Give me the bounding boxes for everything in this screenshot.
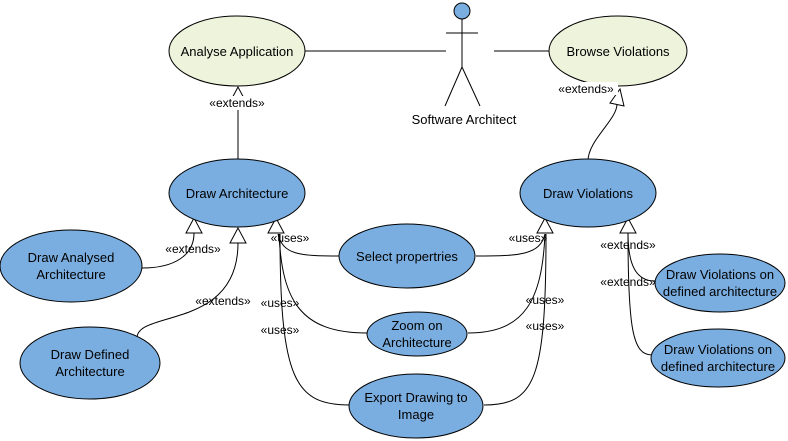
use-case-draw-defined-architecture: Draw Defined Architecture <box>19 326 161 400</box>
use-case-browse-violations: Browse Violations <box>548 15 688 87</box>
uses-arrowhead-arch <box>267 216 285 234</box>
use-case-analyse-application: Analyse Application <box>168 15 306 87</box>
uses-label-violations-2: «uses» <box>526 293 565 307</box>
use-case-draw-violations: Draw Violations <box>519 158 657 228</box>
uses-label-violations-1: «uses» <box>509 231 548 245</box>
use-case-label-line-2: defined architecture <box>661 359 775 374</box>
use-case-shape <box>0 229 143 303</box>
stereotype-labels: «extends» «extends» «extends» «extends» … <box>165 82 656 337</box>
use-case-shape <box>168 158 306 228</box>
use-case-zoom-on-architecture: Zoom on Architecture <box>366 311 468 357</box>
uses-label-violations-3: «uses» <box>526 319 565 333</box>
extends-label-defined: «extends» <box>195 294 251 308</box>
use-case-label-line-1: Export Drawing to <box>364 390 467 405</box>
actor-name: Software Architect <box>412 112 517 127</box>
use-case-label-line-2: Architecture <box>382 335 451 350</box>
extends-arrowhead-defined <box>229 226 247 244</box>
uses-arrowhead-violations <box>536 216 554 234</box>
use-case-shape <box>650 328 786 388</box>
use-case-shape <box>338 223 476 289</box>
use-case-draw-violations-defined-2: Draw Violations on defined architecture <box>650 328 786 388</box>
extends-edge-dv-defined-2 <box>627 232 653 356</box>
use-case-label: Draw Violations <box>543 186 634 201</box>
use-case-label-line-1: Zoom on <box>391 318 442 333</box>
extends-arrowhead-dv <box>619 216 637 234</box>
extends-edge-draw-violations <box>587 103 618 162</box>
actor-leg-right <box>461 66 481 107</box>
use-case-label-line-2: Image <box>398 407 434 422</box>
use-case-label-line-1: Draw Analysed <box>28 250 115 265</box>
uses-edge-zoom-violations <box>467 233 546 334</box>
uses-label-arch-3: «uses» <box>261 323 300 337</box>
extends-arrowhead-analysed <box>185 216 203 234</box>
use-case-label-line-1: Draw Defined <box>51 347 130 362</box>
use-case-draw-architecture: Draw Architecture <box>168 158 306 228</box>
uses-edges <box>267 216 554 406</box>
use-case-shape <box>168 15 306 87</box>
extends-label-browse: «extends» <box>558 82 614 96</box>
use-case-export-drawing: Export Drawing to Image <box>348 373 484 439</box>
use-case-shape <box>348 373 484 439</box>
use-case-draw-violations-defined-1: Draw Violations on defined architecture <box>654 253 786 313</box>
extends-label-analyse: «extends» <box>209 96 265 110</box>
extends-label-analysed: «extends» <box>165 242 221 256</box>
use-case-label-line-2: defined architecture <box>663 284 777 299</box>
actor-leg-left <box>444 66 463 107</box>
extends-edge-draw-defined <box>136 242 239 339</box>
use-case-shape <box>366 311 468 357</box>
use-case-draw-analysed-architecture: Draw Analysed Architecture <box>0 229 143 303</box>
use-case-label-line-2: Architecture <box>36 267 105 282</box>
extends-edges <box>136 85 656 356</box>
uses-edge-select-violations <box>475 233 546 257</box>
actor-head <box>453 2 471 20</box>
extends-label-dv-1: «extends» <box>600 238 656 252</box>
uses-edge-export-violations <box>483 233 547 406</box>
extends-arrowhead-browse <box>609 87 625 107</box>
use-case-label-line-2: Architecture <box>55 364 124 379</box>
use-case-label: Browse Violations <box>566 44 670 59</box>
use-case-label-line-1: Draw Violations on <box>664 342 772 357</box>
use-case-label: Analyse Application <box>181 44 294 59</box>
uses-label-arch-2: «uses» <box>261 296 300 310</box>
uses-edge-zoom-arch <box>278 233 368 334</box>
uses-label-arch-1: «uses» <box>271 231 310 245</box>
use-case-label-line-1: Draw Violations on <box>666 267 774 282</box>
use-case-label: Select propertries <box>356 249 458 264</box>
use-case-label: Draw Architecture <box>186 186 289 201</box>
use-case-select-properties: Select propertries <box>338 223 476 289</box>
extends-label-dv-2: «extends» <box>600 275 656 289</box>
use-case-shape <box>654 253 786 313</box>
use-case-shape <box>19 326 161 400</box>
uses-edge-export-arch <box>279 233 351 406</box>
use-case-shape <box>519 158 657 228</box>
extends-edge-draw-analysed <box>141 232 195 269</box>
actor-software-architect: Software Architect <box>412 2 517 127</box>
use-cases: Analyse Application Browse Violations Dr… <box>0 15 786 439</box>
